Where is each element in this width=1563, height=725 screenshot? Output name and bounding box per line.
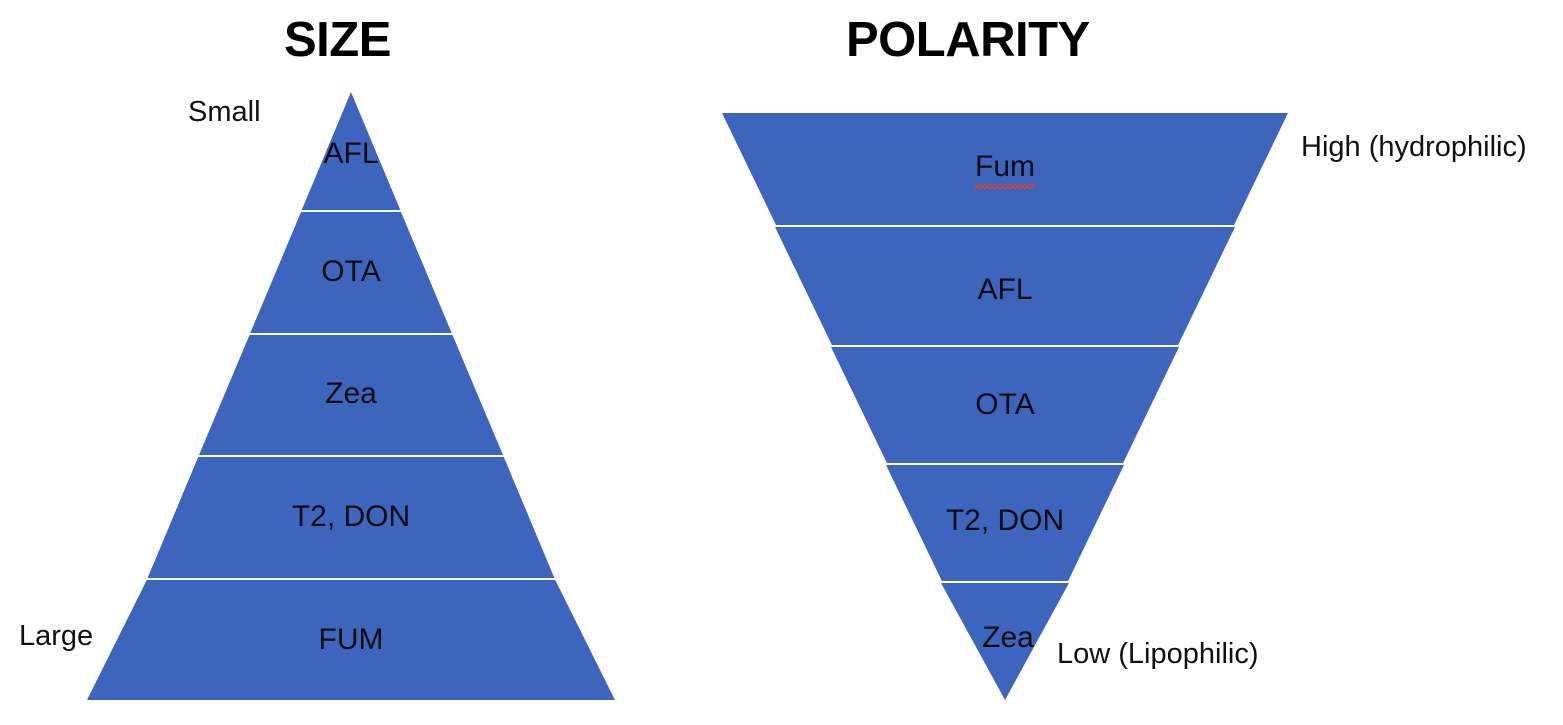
size-bottom-label-large: Large (19, 620, 94, 652)
polarity-band-label-afl: AFL (977, 273, 1033, 306)
spellcheck-underline-icon (975, 184, 1035, 189)
size-band-label-t2-don: T2, DON (291, 500, 411, 533)
polarity-band-label-t2-don: T2, DON (945, 504, 1065, 537)
polarity-pyramid-title: POLARITY (846, 13, 1090, 67)
polarity-top-label-high: High (hydrophilic) (1301, 131, 1527, 163)
size-band-label-fum: FUM (318, 623, 384, 656)
polarity-band-label-ota: OTA (975, 388, 1035, 421)
size-band-label-ota: OTA (321, 255, 381, 288)
size-pyramid-title: SIZE (284, 13, 391, 67)
size-band-label-zea: Zea (325, 377, 377, 410)
polarity-band-label-zea: Zea (982, 621, 1034, 654)
polarity-band-label-fum-text: Fum (975, 150, 1035, 183)
polarity-bottom-label-low: Low (Lipophilic) (1057, 638, 1259, 670)
polarity-band-label-fum: Fum (975, 150, 1035, 189)
size-band-label-afl: AFL (323, 137, 379, 170)
size-top-label-small: Small (188, 96, 261, 128)
